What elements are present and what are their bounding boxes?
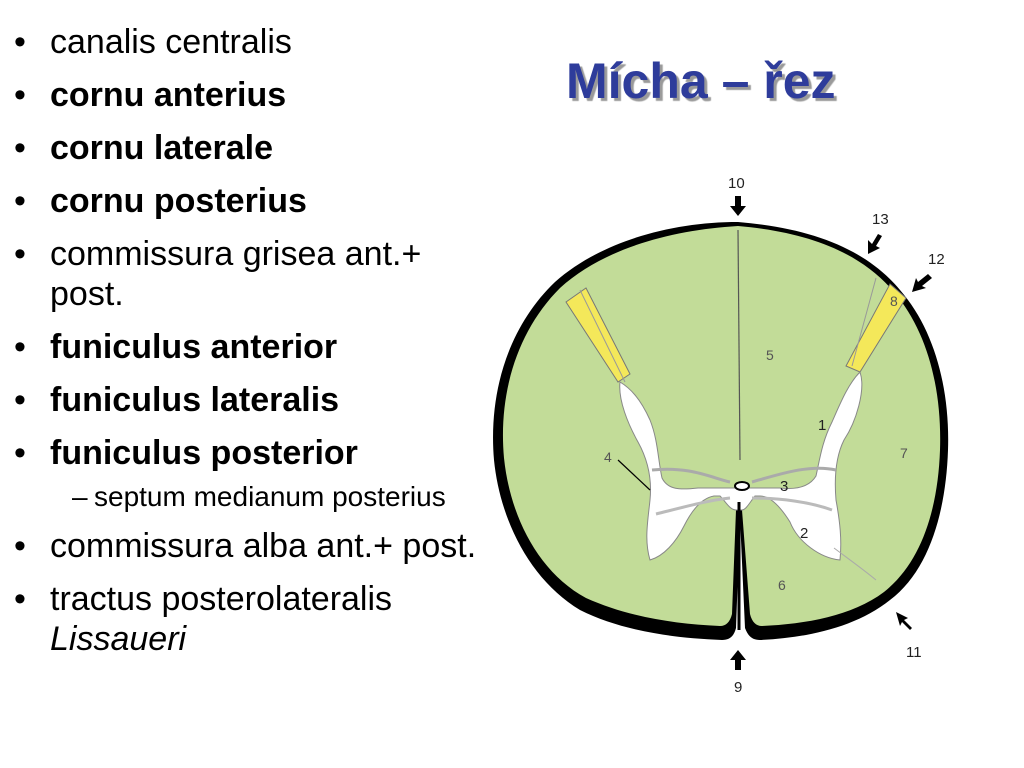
diagram-label-1: 1	[818, 417, 826, 434]
list-item: • canalis centralis	[14, 22, 494, 62]
bullet-dot: •	[14, 527, 26, 565]
white-commissure-band	[655, 496, 833, 516]
white-matter	[502, 226, 941, 626]
bullet-dot: •	[14, 129, 26, 167]
list-item: • cornu laterale	[14, 128, 494, 168]
arrow-icon	[868, 234, 882, 254]
sub-bullet-dash: –	[72, 481, 88, 512]
list-item-text: cornu posterius	[50, 182, 307, 220]
arrow-icon	[730, 650, 746, 670]
septum-line-left	[579, 289, 626, 383]
list-item-text: cornu anterius	[50, 76, 287, 114]
diagram-label-13: 13	[872, 211, 889, 228]
diagram-label-4: 4	[604, 449, 612, 465]
central-canal	[734, 481, 750, 491]
bullet-list: • canalis centralis • cornu anterius • c…	[14, 22, 494, 672]
list-item-text: commissura alba ant.+ post.	[50, 527, 477, 565]
septum-line-right	[851, 277, 877, 367]
diagram-label-11: 11	[906, 644, 922, 661]
bullet-dot: •	[14, 76, 26, 114]
list-item: • cornu posterius	[14, 181, 494, 221]
arrow-icon	[912, 274, 932, 292]
page-title: Mícha – řez	[566, 53, 836, 109]
list-item: • tractus posterolateralis Lissaueri	[14, 579, 494, 659]
diagram-label-6: 6	[778, 577, 786, 593]
diagram-label-7: 7	[900, 445, 908, 461]
bullet-dot: •	[14, 381, 26, 419]
bullet-dot: •	[14, 182, 26, 220]
list-item: • commissura alba ant.+ post.	[14, 526, 494, 566]
list-item-text: tractus posterolateralis	[50, 580, 393, 618]
list-item-text: funiculus lateralis	[50, 381, 340, 419]
diagram-label-10: 10	[728, 175, 745, 192]
gray-matter	[619, 371, 863, 561]
bullet-dot: •	[14, 235, 26, 273]
list-item-text: cornu laterale	[50, 129, 273, 167]
gray-commissure-band	[651, 466, 837, 484]
bullet-dot: •	[14, 23, 26, 61]
list-item-text: septum medianum posterius	[94, 481, 446, 512]
diagram-label-12: 12	[928, 251, 945, 268]
list-item-text: funiculus anterior	[50, 328, 338, 366]
bullet-dot: •	[14, 434, 26, 472]
diagram-label-8: 8	[890, 293, 898, 309]
arrow-icon	[896, 612, 912, 630]
septum-line-bottom	[833, 547, 877, 581]
bullet-dot: •	[14, 328, 26, 366]
list-item-text: canalis centralis	[50, 23, 292, 61]
diagram-label-9: 9	[734, 679, 742, 696]
label-pointer-line	[617, 459, 651, 491]
sub-list-item: – septum medianum posterius	[14, 480, 494, 513]
list-item: • commissura grisea ant.+ post.	[14, 234, 494, 314]
bullet-dot: •	[14, 580, 26, 618]
list-item: • funiculus lateralis	[14, 380, 494, 420]
list-item-text: commissura grisea ant.+ post.	[50, 235, 422, 313]
diagram-label-3: 3	[780, 478, 788, 495]
diagram-label-2: 2	[800, 525, 808, 542]
list-item-italic-text: Lissaueri	[50, 620, 187, 658]
list-item: • funiculus anterior	[14, 327, 494, 367]
diagram-label-5: 5	[766, 347, 774, 363]
list-item: • cornu anterius	[14, 75, 494, 115]
spinal-cord-cross-section: 10 13 12 8 5 1 7 4 3 2 6 11 9	[493, 175, 949, 696]
list-item-text: funiculus posterior	[50, 434, 358, 472]
posterior-median-septum	[737, 229, 741, 461]
arrow-icon	[730, 196, 746, 216]
list-item: • funiculus posterior	[14, 433, 494, 473]
